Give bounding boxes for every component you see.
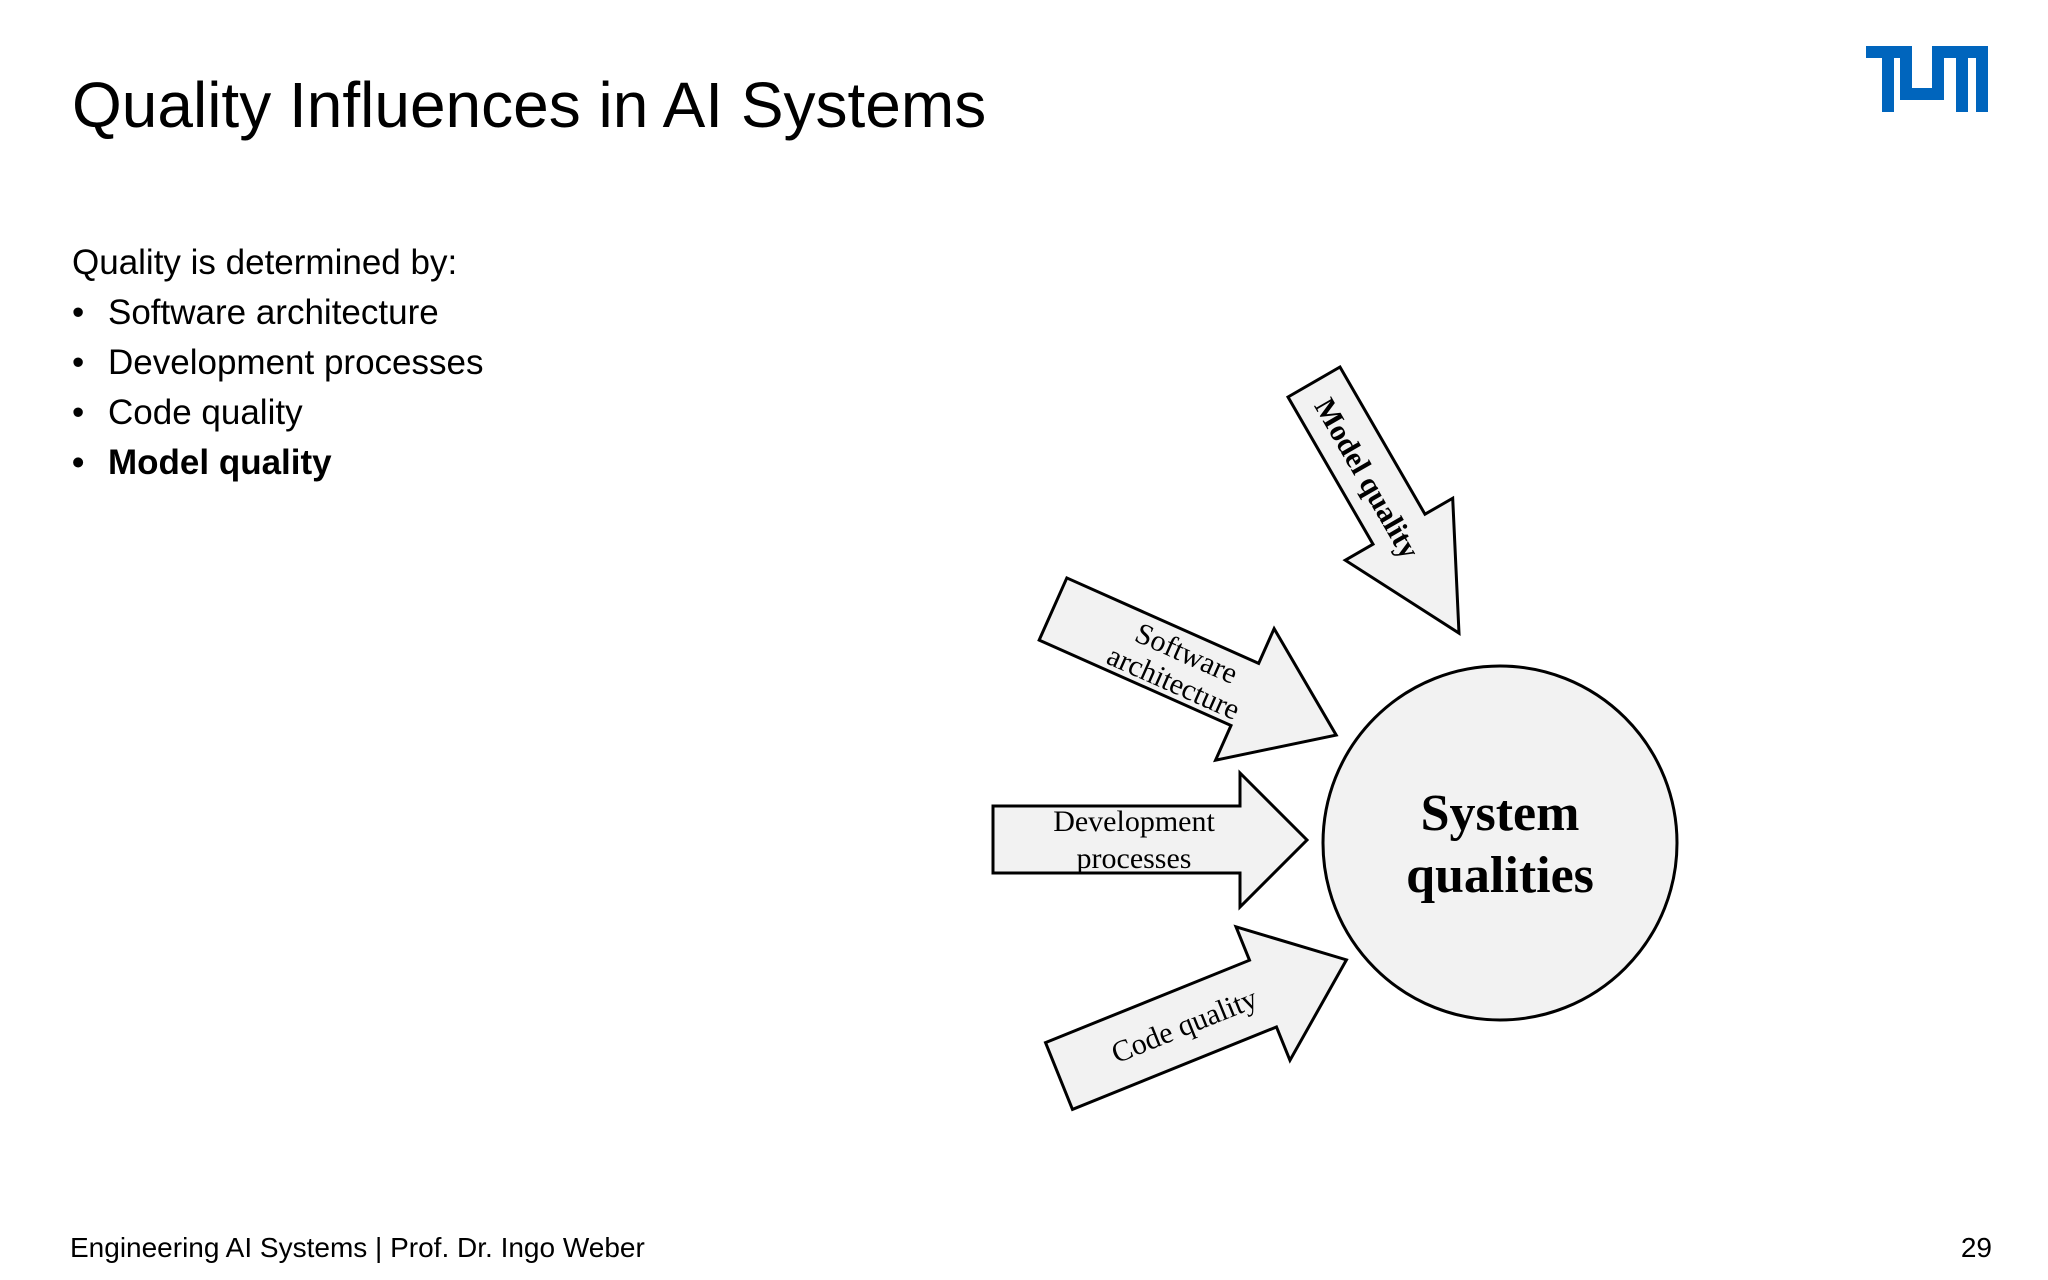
bullet-dot-icon: • xyxy=(72,443,85,482)
development-processes-arrow: Development processes xyxy=(991,769,1310,911)
system-qualities-label-line1: System xyxy=(1421,785,1580,842)
software-architecture-arrow: Software architecture xyxy=(1037,575,1339,763)
development-processes-label-line1: Development xyxy=(1053,805,1215,838)
intro-text: Quality is determined by: xyxy=(72,243,458,282)
bullet-list: • Software architecture • Development proc… xyxy=(72,288,483,488)
code-quality-arrow: Code quality xyxy=(1043,924,1349,1112)
bullet-text: Code quality xyxy=(108,393,303,432)
bullet-text: Development processes xyxy=(108,343,484,382)
tum-logo xyxy=(1866,46,1988,112)
model-quality-arrow: Model quality xyxy=(1285,364,1461,636)
page-number: 29 xyxy=(1960,1232,1992,1263)
bullet-dot-icon: • xyxy=(72,343,85,382)
slide-title: Quality Influences in AI Systems xyxy=(72,69,987,141)
content-block: Quality is determined by: • Software arch… xyxy=(72,238,483,488)
bullet-text: Model quality xyxy=(108,443,332,482)
bullet-text: Software architecture xyxy=(108,293,439,332)
bullet-item-model-quality: • Model quality xyxy=(72,438,483,488)
footer-course-info: Engineering AI Systems | Prof. Dr. Ingo … xyxy=(70,1232,645,1263)
bullet-item-code-quality: • Code quality xyxy=(72,388,483,438)
bullet-dot-icon: • xyxy=(72,393,85,432)
development-processes-label-line2: processes xyxy=(1077,842,1192,875)
bullet-dot-icon: • xyxy=(72,293,85,332)
bullet-item-software-architecture: • Software architecture xyxy=(72,288,483,338)
bullet-item-development-processes: • Development processes xyxy=(72,338,483,388)
system-qualities-label-line2: qualities xyxy=(1406,847,1594,904)
tum-logo-icon xyxy=(1866,46,1988,112)
system-qualities-node: System qualities xyxy=(1321,664,1679,1022)
